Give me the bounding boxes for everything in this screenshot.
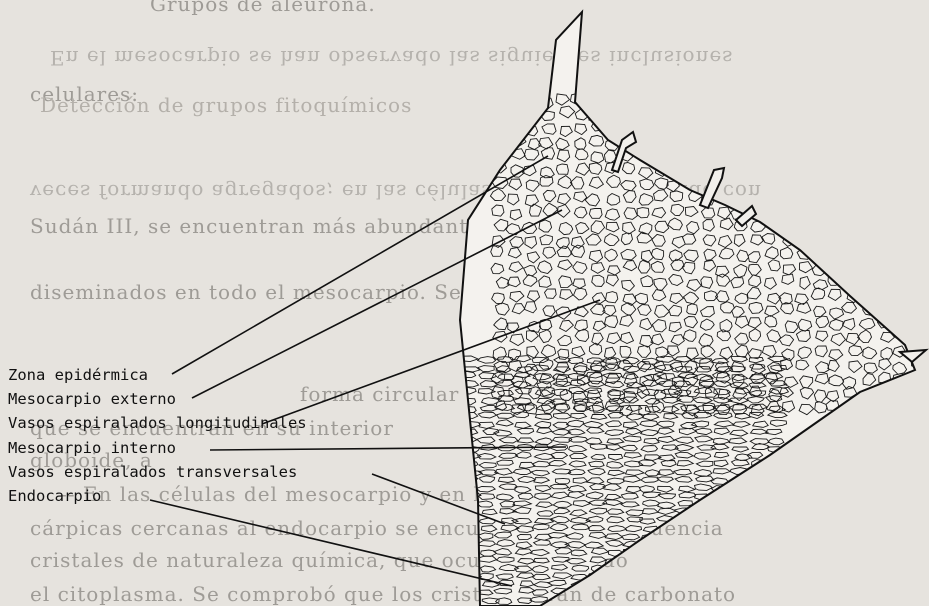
cell-mesh (440, 0, 929, 606)
tissue-fill (440, 0, 929, 606)
leader-line-endocarp (150, 500, 512, 586)
label-outer-mesocarp: Mesocarpio externo (8, 390, 176, 408)
label-inner-mesocarp: Mesocarpio interno (8, 439, 176, 457)
label-transverse-vessels: Vasos espiralados transversales (8, 463, 297, 481)
label-epidermal-zone: Zona epidérmica (8, 366, 148, 384)
label-endocarp: Endocarpio (8, 487, 101, 505)
label-longitudinal-vessels: Vasos espiralados longitudinales (8, 414, 307, 432)
